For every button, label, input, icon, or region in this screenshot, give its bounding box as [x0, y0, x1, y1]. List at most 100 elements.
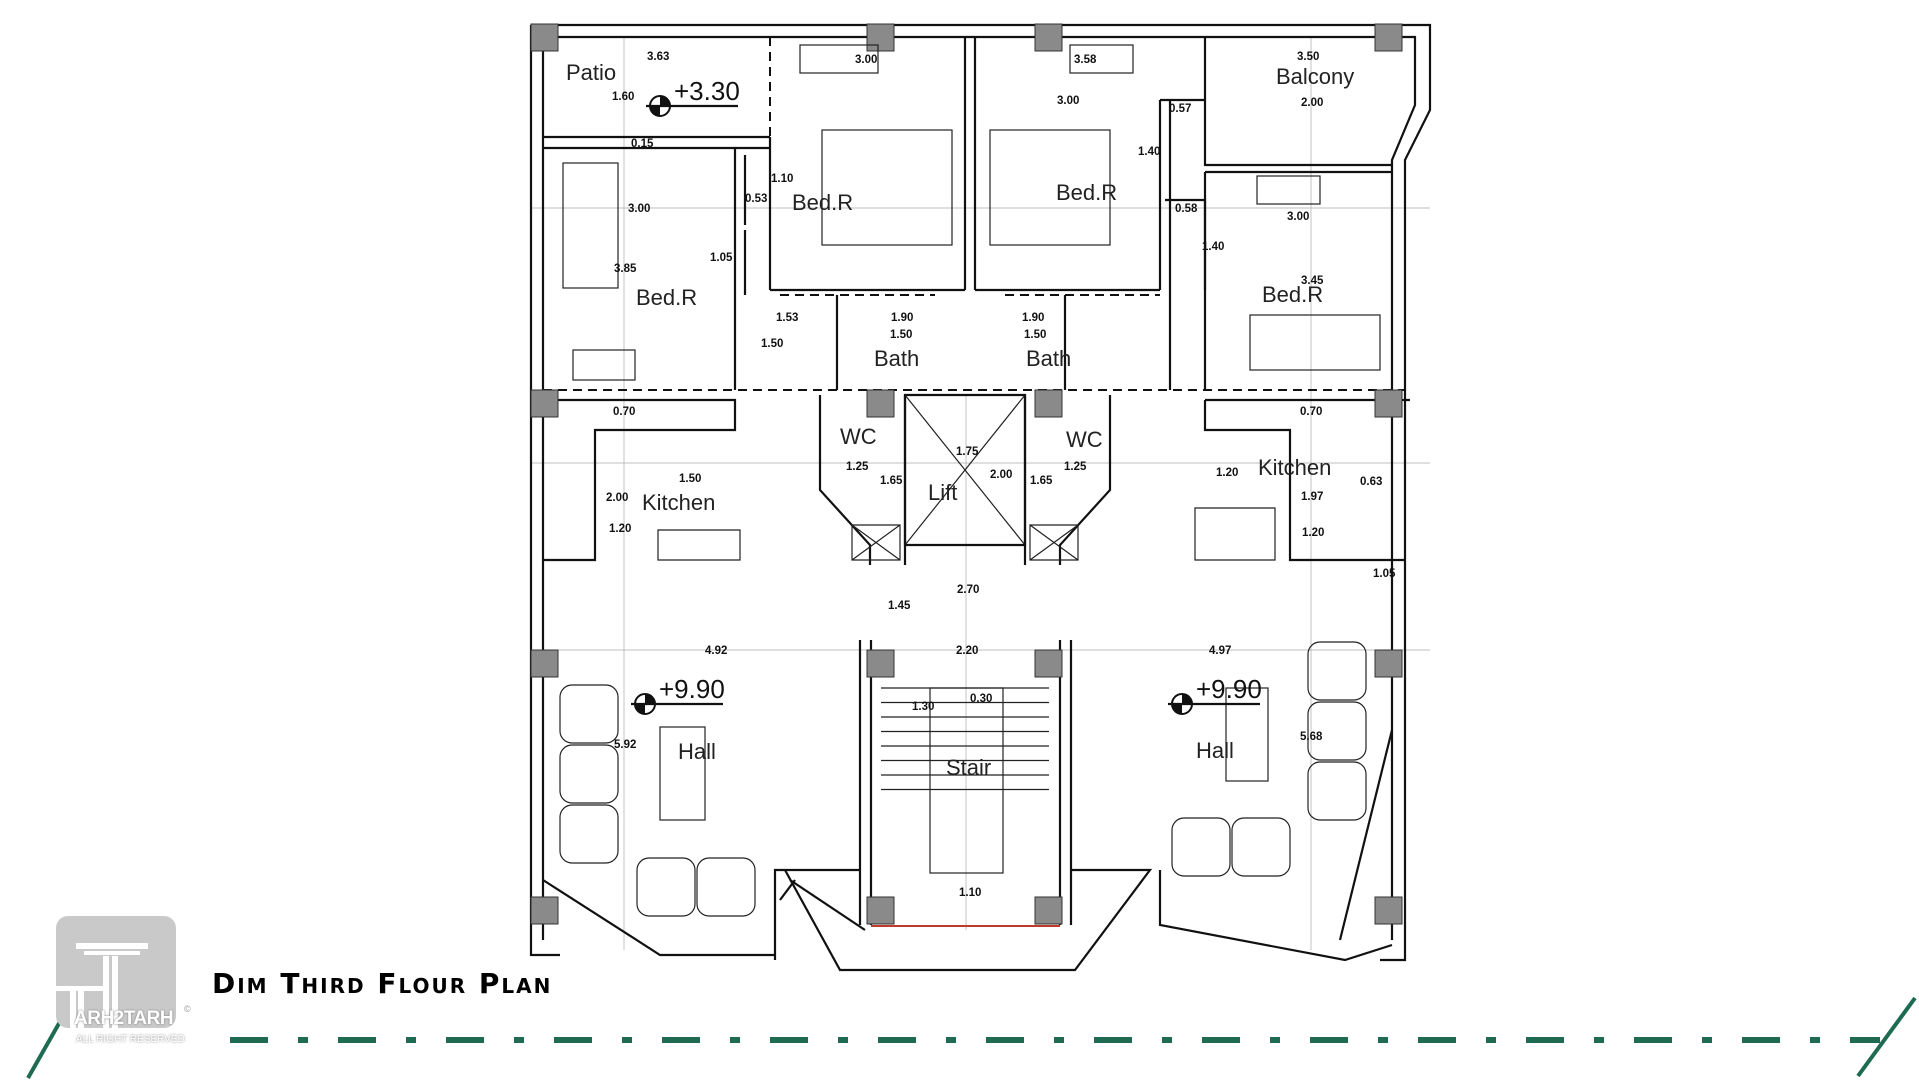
- armchair-icon: [1171, 817, 1231, 877]
- dimension-label: 3.45: [1301, 275, 1324, 287]
- dimension-grid-lines: [531, 37, 1430, 950]
- column-icon: [1034, 23, 1063, 52]
- dimension-label: 2.00: [990, 469, 1012, 481]
- room-label: Hall: [1196, 738, 1234, 763]
- level-value: +9.90: [659, 674, 725, 704]
- brand-logo: [52, 916, 176, 1031]
- dimension-label: 4.97: [1209, 645, 1231, 657]
- dimension-label: 1.97: [1301, 491, 1323, 503]
- level-markers: +3.30 +9.90 +9.90: [631, 76, 1262, 715]
- armchair-icon: [559, 804, 619, 864]
- dimension-label: 1.50: [1024, 329, 1046, 341]
- dimension-label: 1.65: [880, 475, 903, 487]
- desk-icon: [1069, 44, 1134, 74]
- column-icon: [1374, 389, 1403, 418]
- dimension-label: 3.58: [1074, 54, 1097, 66]
- dimension-label: 1.65: [1030, 475, 1053, 487]
- dimension-label: 4.92: [705, 645, 727, 657]
- dimension-label: 0.30: [970, 693, 992, 705]
- armchair-icon: [1307, 761, 1367, 821]
- armchair-icon: [1307, 641, 1367, 701]
- dimension-label: 1.05: [1373, 568, 1396, 580]
- column-logo-icon: [52, 943, 148, 1031]
- dimension-label: 1.50: [679, 473, 701, 485]
- plan-title: Dim Third Flour Plan: [212, 967, 553, 1000]
- dimension-label: 2.00: [606, 492, 628, 504]
- dimension-label: 3.85: [614, 263, 637, 275]
- dimension-label: 3.00: [628, 203, 650, 215]
- bed-icon: [989, 129, 1111, 246]
- dimension-label: 1.90: [891, 312, 913, 324]
- dimension-label: 3.00: [1057, 95, 1079, 107]
- column-icon: [1374, 23, 1403, 52]
- dimension-label: 3.00: [855, 54, 877, 66]
- room-label: Kitchen: [642, 490, 715, 515]
- bed-icon: [562, 162, 619, 289]
- room-label: Bath: [874, 346, 919, 371]
- column-icon: [530, 896, 559, 925]
- dimension-label: 1.20: [1302, 527, 1324, 539]
- dimension-label: 1.50: [761, 338, 783, 350]
- armchair-icon: [559, 744, 619, 804]
- dimension-label: 1.25: [1064, 461, 1087, 473]
- dimension-label: 1.60: [612, 91, 634, 103]
- room-label: Hall: [678, 739, 716, 764]
- dimension-label: 1.25: [846, 461, 869, 473]
- dimension-label: 2.20: [956, 645, 978, 657]
- sofa-group: [559, 641, 1367, 917]
- outer-walls: [529, 23, 1432, 962]
- dimension-label: 5.92: [614, 739, 636, 751]
- dimension-label: 1.05: [710, 252, 733, 264]
- column-icon: [530, 389, 559, 418]
- stair-treads: [881, 687, 1049, 874]
- column-icon: [866, 23, 895, 52]
- furniture: [559, 44, 1381, 917]
- column-icon: [1034, 896, 1063, 925]
- dimension-label: 2.00: [1301, 97, 1323, 109]
- dimension-label: 0.63: [1360, 476, 1382, 488]
- room-label: Bed.R: [1056, 180, 1117, 205]
- coffee-table-icon: [659, 726, 706, 821]
- coffee-table-icon: [1225, 687, 1269, 782]
- dimension-label: 3.63: [647, 51, 669, 63]
- level-value: +3.30: [674, 76, 740, 106]
- column-icon: [1034, 389, 1063, 418]
- dimension-label: 1.20: [609, 523, 631, 535]
- dimension-label: 1.50: [890, 329, 912, 341]
- dimension-label: 1.10: [771, 173, 793, 185]
- dimension-label: 1.75: [956, 446, 979, 458]
- column-icon: [866, 896, 895, 925]
- room-label: Stair: [946, 755, 991, 780]
- column-icon: [866, 649, 895, 678]
- armchair-icon: [696, 857, 756, 917]
- column-icon: [866, 389, 895, 418]
- dimension-label: 0.15: [631, 138, 654, 150]
- column-icon: [1374, 649, 1403, 678]
- dimension-label: 1.20: [1216, 467, 1238, 479]
- dimension-label: 0.53: [745, 193, 767, 205]
- dimension-label: 3.50: [1297, 51, 1319, 63]
- dimension-label: 0.58: [1175, 203, 1198, 215]
- room-label: WC: [840, 424, 877, 449]
- column-icon: [1374, 896, 1403, 925]
- armchair-icon: [636, 857, 696, 917]
- room-label: Kitchen: [1258, 455, 1331, 480]
- logo-subtitle: ALL RIGHT RESERVED: [76, 1034, 185, 1045]
- level-value: +9.90: [1196, 674, 1262, 704]
- room-label: Bed.R: [792, 190, 853, 215]
- dimension-label: 2.70: [957, 584, 979, 596]
- bed-icon: [1249, 314, 1381, 371]
- dimension-label: 1.10: [959, 887, 981, 899]
- dimension-label: 3.00: [1287, 211, 1309, 223]
- logo-name: ARH2TARH: [74, 1008, 174, 1029]
- dimension-label: 1.90: [1022, 312, 1044, 324]
- accent-lines: [26, 989, 1917, 1079]
- armchair-icon: [1231, 817, 1291, 877]
- dimension-label: 1.40: [1138, 146, 1160, 158]
- room-label: Bath: [1026, 346, 1071, 371]
- dimension-label: 0.70: [613, 406, 635, 418]
- armchair-icon: [1307, 701, 1367, 761]
